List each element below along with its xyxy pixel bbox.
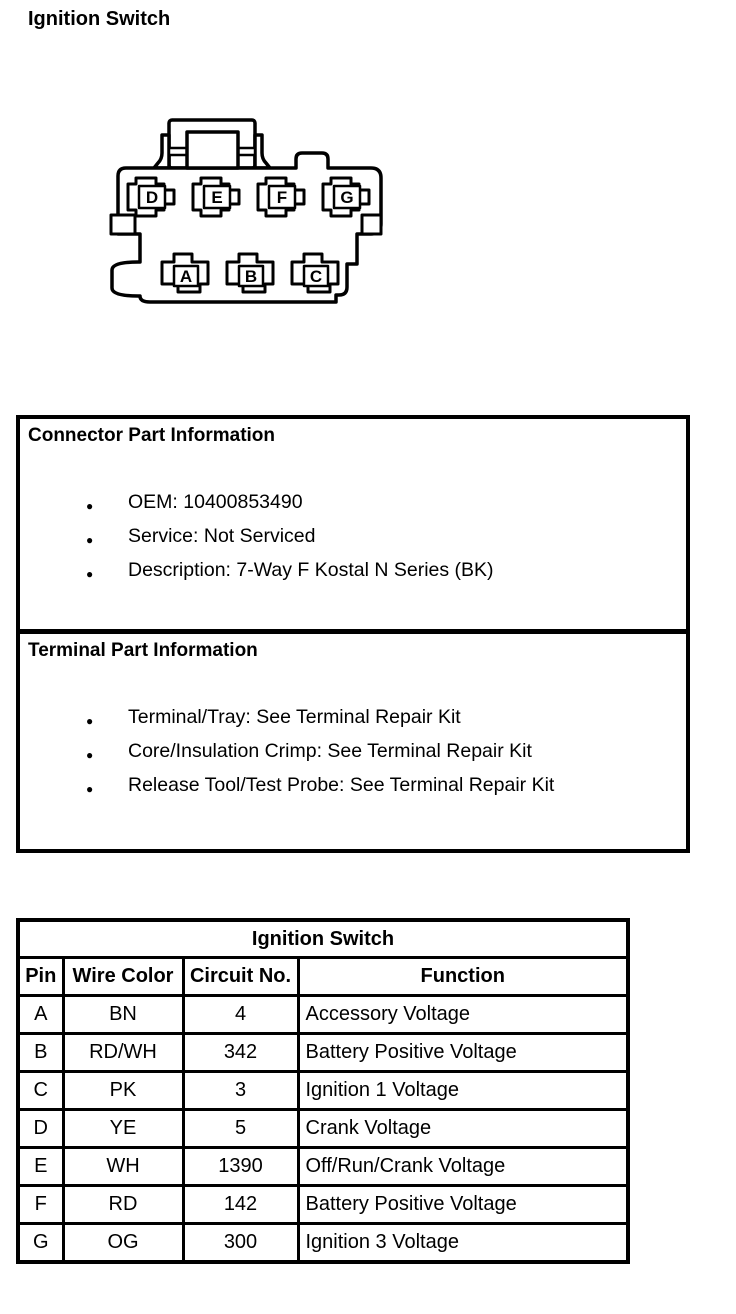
latch-step-left [167,146,189,157]
cell-wire-color: PK [61,1070,185,1111]
cell-pin: D [16,1108,65,1149]
pin-cavity-f: F [256,176,306,218]
pin-cavity-e: E [191,176,241,218]
cell-pin: A [16,994,65,1035]
pinout-table: Ignition Switch Pin Wire Color Circuit N… [16,918,630,1264]
pin-label-d: D [146,188,158,207]
table-title: Ignition Switch [16,918,630,959]
connector-diagram: D E F G A B C [109,118,383,304]
pin-cavity-d: D [126,176,176,218]
pin-label-c: C [310,267,322,286]
column-header-circuit-no: Circuit No. [181,956,300,997]
cell-function: Battery Positive Voltage [296,1184,630,1225]
latch-support-left [152,133,171,170]
corner-notch-left [109,213,137,236]
cell-circuit-no: 5 [181,1108,300,1149]
terminal-part-information-title: Terminal Part Information [28,640,258,661]
pin-label-b: B [245,267,257,286]
cell-pin: C [16,1070,65,1111]
pin-cavity-b: B [225,252,275,294]
list-item: Description: 7-Way F Kostal N Series (BK… [28,559,678,586]
list-item: OEM: 10400853490 [28,491,678,518]
cell-function: Battery Positive Voltage [296,1032,630,1073]
cell-function: Ignition 1 Voltage [296,1070,630,1111]
column-header-pin: Pin [16,956,65,997]
pin-label-f: F [277,188,287,207]
cell-circuit-no: 4 [181,994,300,1035]
list-item: Core/Insulation Crimp: See Terminal Repa… [28,740,678,767]
list-item: Service: Not Serviced [28,525,678,552]
list-item: Terminal/Tray: See Terminal Repair Kit [28,706,678,733]
cell-pin: E [16,1146,65,1187]
connector-part-information-list: OEM: 10400853490 Service: Not Serviced D… [28,491,678,586]
latch-inner [185,130,240,170]
pin-label-g: G [340,188,353,207]
cell-wire-color: WH [61,1146,185,1187]
pin-label-e: E [211,188,222,207]
list-item: Release Tool/Test Probe: See Terminal Re… [28,774,678,801]
cell-circuit-no: 342 [181,1032,300,1073]
cell-wire-color: RD [61,1184,185,1225]
part-information-panel: Connector Part Information OEM: 10400853… [16,415,690,853]
cell-circuit-no: 300 [181,1222,300,1264]
cell-wire-color: OG [61,1222,185,1264]
page-title: Ignition Switch [28,8,171,30]
column-header-function: Function [296,956,630,997]
cell-function: Ignition 3 Voltage [296,1222,630,1264]
terminal-part-information-section: Terminal Part Information Terminal/Tray:… [20,634,686,849]
pin-cavity-g: G [321,176,371,218]
column-header-wire-color: Wire Color [61,956,185,997]
cell-function: Off/Run/Crank Voltage [296,1146,630,1187]
cell-function: Accessory Voltage [296,994,630,1035]
cell-pin: B [16,1032,65,1073]
connector-part-information-section: Connector Part Information OEM: 10400853… [20,419,686,634]
cell-circuit-no: 1390 [181,1146,300,1187]
cell-circuit-no: 3 [181,1070,300,1111]
terminal-part-information-list: Terminal/Tray: See Terminal Repair Kit C… [28,706,678,801]
cell-wire-color: YE [61,1108,185,1149]
latch-support-right [253,133,272,170]
cell-pin: G [16,1222,65,1264]
cell-pin: F [16,1184,65,1225]
pin-cavity-c: C [290,252,340,294]
cell-function: Crank Voltage [296,1108,630,1149]
cell-circuit-no: 142 [181,1184,300,1225]
pin-label-a: A [180,267,192,286]
connector-part-information-title: Connector Part Information [28,425,276,446]
table-header-row: Pin Wire Color Circuit No. Function [16,956,630,997]
pin-cavity-a: A [160,252,210,294]
cell-wire-color: BN [61,994,185,1035]
corner-notch-right [360,213,383,236]
cell-wire-color: RD/WH [61,1032,185,1073]
table-title-row: Ignition Switch [16,918,630,959]
